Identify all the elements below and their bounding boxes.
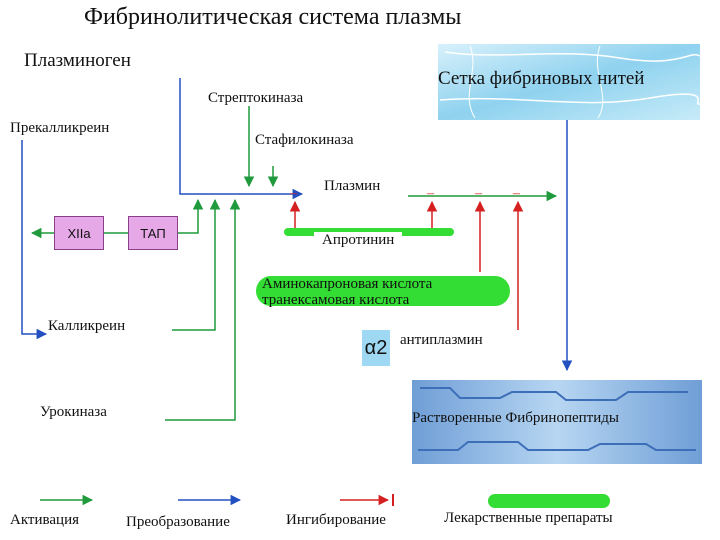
fibrinopeptides-label: Растворенные Фибринопептиды bbox=[412, 410, 619, 426]
fibrin-mesh-graphic bbox=[438, 44, 701, 120]
inhibition-mark-aprotinin-2: – bbox=[427, 186, 434, 201]
legend-drugs: Лекарственные препараты bbox=[444, 510, 613, 526]
kallikrein-label: Калликреин bbox=[48, 318, 126, 334]
inhibition-mark-acid: – bbox=[475, 186, 482, 201]
urokinase-label: Урокиназа bbox=[40, 404, 107, 420]
antifibrinolytic-drug-bar bbox=[256, 276, 510, 306]
legend-inhibition: Ингибирование bbox=[286, 512, 386, 528]
streptokinase-label: Стрептокиназа bbox=[208, 90, 304, 106]
plasmin-label: Плазмин bbox=[324, 178, 381, 194]
legend-conversion: Преобразование bbox=[126, 514, 230, 530]
inhibition-mark-aprotinin: – bbox=[290, 186, 297, 201]
fibrinopeptides-graphic bbox=[412, 380, 702, 464]
tranexamic-label: транексамовая кислота bbox=[262, 292, 410, 308]
prekallikrein-label: Прекалликреин bbox=[10, 120, 110, 136]
alpha2-symbol: α2 bbox=[362, 330, 390, 366]
legend-activation: Активация bbox=[10, 512, 80, 528]
factor-xiia-box: XIIa bbox=[54, 216, 104, 250]
aprotinin-label: Апротинин bbox=[314, 232, 403, 249]
staphylokinase-label: Стафилокиназа bbox=[255, 132, 354, 148]
inhibition-mark-antiplasmin: – bbox=[513, 186, 520, 201]
plasminogen-label: Плазминоген bbox=[24, 50, 131, 71]
tap-box: ТАП bbox=[128, 216, 178, 250]
aminocaproic-label: Аминокапроновая кислота bbox=[262, 276, 433, 292]
legend-drug-swatch bbox=[488, 494, 610, 508]
fibrin-mesh-label: Сетка фибриновых нитей bbox=[438, 68, 645, 89]
diagram-title: Фибринолитическая система плазмы bbox=[84, 4, 462, 30]
antiplasmin-label: антиплазмин bbox=[400, 332, 483, 348]
